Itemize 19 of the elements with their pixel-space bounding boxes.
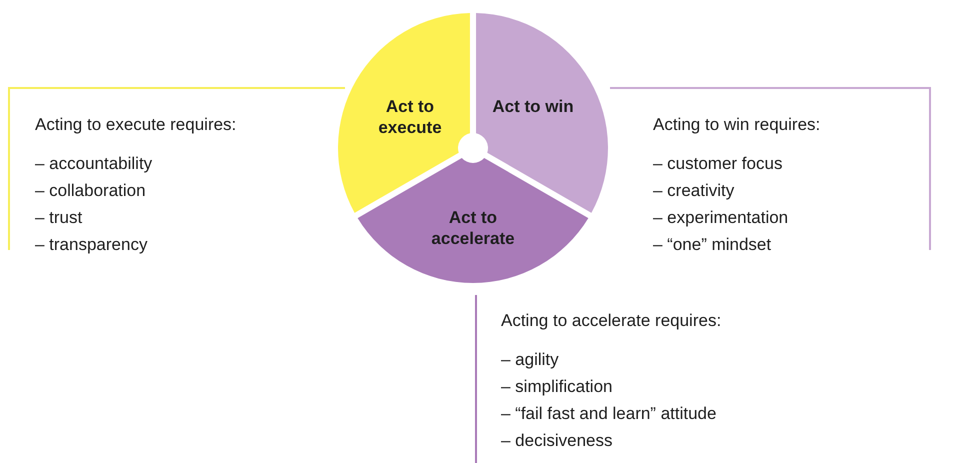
list-item: – transparency <box>35 235 148 255</box>
segment-label: Act to execute <box>377 96 443 138</box>
text-panel <box>610 87 931 250</box>
list-item: – agility <box>501 350 559 370</box>
list-item: – collaboration <box>35 181 146 201</box>
list-item: – simplification <box>501 377 612 397</box>
segment-label: Act to accelerate <box>430 207 516 249</box>
list-item: – experimentation <box>653 208 788 228</box>
panel-heading: Acting to execute requires: <box>35 115 236 135</box>
list-item: – accountability <box>35 154 152 174</box>
list-item: – trust <box>35 208 82 228</box>
panel-heading: Acting to win requires: <box>653 115 820 135</box>
list-item: – creativity <box>653 181 734 201</box>
list-item: – “fail fast and learn” attitude <box>501 404 716 424</box>
list-item: – customer focus <box>653 154 782 174</box>
panel-heading: Acting to accelerate requires: <box>501 311 722 331</box>
segment-label: Act to win <box>491 96 575 117</box>
list-item: – decisiveness <box>501 431 613 451</box>
list-item: – “one” mindset <box>653 235 772 255</box>
